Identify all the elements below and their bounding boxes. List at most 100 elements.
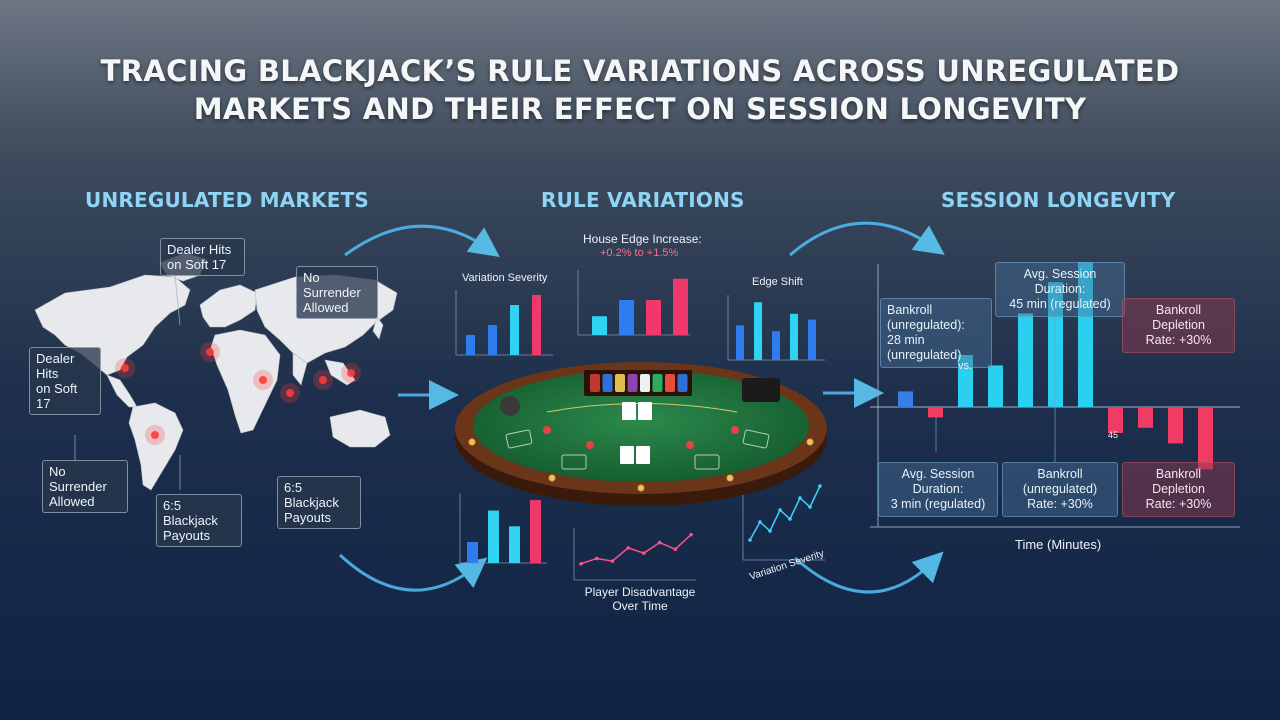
bar-cv2-1 <box>619 300 634 335</box>
betting-box-3 <box>694 454 720 470</box>
point-cv6-1 <box>758 520 762 524</box>
hotspot-east-asia <box>347 369 355 377</box>
betting-box-2 <box>561 454 587 470</box>
longevity-bar-7 <box>1108 407 1123 433</box>
longevity-chart <box>870 262 1240 528</box>
longevity-bar-2 <box>958 355 973 407</box>
hotspot-north-america-glow <box>115 358 135 378</box>
point-cv6-7 <box>818 484 822 488</box>
table-felt <box>473 370 809 482</box>
point-cv5-7 <box>689 532 693 537</box>
longevity-bar-10 <box>1198 407 1213 470</box>
point-cv5-5 <box>657 540 662 545</box>
arrow-top-right <box>789 221 945 257</box>
map-south-america <box>128 402 184 491</box>
hotspot-middle-east <box>259 376 267 384</box>
box-avg-session-top: Avg. Session Duration:45 min (regulated) <box>995 262 1125 317</box>
point-cv6-5 <box>798 496 802 500</box>
pct-label: 45 <box>1108 430 1119 440</box>
bar-cv2-3 <box>673 278 688 335</box>
longevity-bar-8 <box>1138 407 1153 428</box>
chart-bottom-bars <box>459 493 547 564</box>
longevity-bar-1 <box>928 407 943 418</box>
arrow-bottom-left <box>338 553 488 592</box>
bar-cv3-2 <box>772 331 780 360</box>
bar-cv1-0 <box>466 335 475 355</box>
hotspot-north-america <box>121 364 129 372</box>
discard-tray <box>500 396 520 416</box>
bar-cv4-2 <box>509 526 520 563</box>
longevity-bar-3 <box>988 365 1003 407</box>
hotspot-india <box>286 389 294 397</box>
box-bankroll-left: Bankroll (unregulated):28 min (unregulat… <box>880 298 992 368</box>
point-cv5-6 <box>673 547 678 552</box>
bar-cv2-2 <box>646 300 661 335</box>
house-edge-title: House Edge Increase: <box>583 232 702 246</box>
map-australia <box>329 409 391 448</box>
chart-house-edge <box>577 270 690 336</box>
chip-spot-2 <box>586 441 594 449</box>
box-bankroll-bottom: Bankroll (unregulated)Rate: +30% <box>1002 462 1118 517</box>
section-rules-heading: RULE VARIATIONS <box>541 188 745 212</box>
point-cv5-3 <box>626 546 630 550</box>
bar-cv3-4 <box>808 319 816 360</box>
edge-shift-title: Edge Shift <box>752 276 803 288</box>
point-cv5-2 <box>610 559 615 563</box>
title-line-1: TRACING BLACKJACK’S RULE VARIATIONS ACRO… <box>100 54 1180 88</box>
bar-cv2-0 <box>592 316 607 335</box>
title-line-2: MARKETS AND THEIR EFFECT ON SESSION LONG… <box>193 92 1087 126</box>
longevity-bar-9 <box>1168 407 1183 444</box>
longevity-bar-6 <box>1078 262 1093 407</box>
map-japan <box>372 316 384 340</box>
page-title: TRACING BLACKJACK’S RULE VARIATIONS ACRO… <box>0 52 1280 128</box>
map-southeast-asia <box>324 359 356 386</box>
chip-stack-7 <box>677 374 688 392</box>
map-india <box>292 352 308 386</box>
chart-edge-shift <box>727 295 825 361</box>
hotspot-south-america <box>151 431 159 439</box>
bar-cv4-1 <box>488 510 499 563</box>
chip-spot-4 <box>731 426 739 434</box>
line-cv5 <box>580 534 692 565</box>
map-europe <box>199 284 258 328</box>
bar-cv1-2 <box>510 305 519 355</box>
section-longevity-heading: SESSION LONGEVITY <box>941 188 1176 212</box>
chip-rack <box>584 370 692 396</box>
line-cv6 <box>749 485 821 541</box>
point-cv6-0 <box>748 538 752 542</box>
bar-cv4-0 <box>467 542 478 563</box>
point-cv5-4 <box>642 551 646 555</box>
point-cv6-4 <box>788 517 792 521</box>
chart-player-disadvantage <box>573 528 696 581</box>
chip-stack-5 <box>652 374 663 392</box>
point-cv5-1 <box>594 556 599 561</box>
point-cv6-6 <box>808 505 812 509</box>
house-edge-value: +0.2% to +1.5% <box>600 247 679 259</box>
point-cv6-3 <box>778 508 782 512</box>
map-central-america <box>106 374 138 408</box>
longevity-x-label: Time (Minutes) <box>1015 537 1102 552</box>
point-cv6-2 <box>768 529 772 533</box>
chart-variation-severity <box>455 290 553 356</box>
cards <box>620 402 652 464</box>
chip-stack-3 <box>627 374 638 392</box>
point-cv5-0 <box>579 561 583 566</box>
map-africa <box>210 329 281 434</box>
blackjack-table <box>455 362 827 506</box>
chip-spot-1 <box>543 426 551 434</box>
arrow-top-left <box>344 224 500 257</box>
card-shoe <box>742 378 780 402</box>
chip-stack-0 <box>590 374 600 392</box>
bar-cv3-1 <box>754 302 762 360</box>
chip-stack-2 <box>615 374 625 392</box>
bar-cv3-0 <box>736 325 744 360</box>
betting-box-1 <box>505 429 533 449</box>
